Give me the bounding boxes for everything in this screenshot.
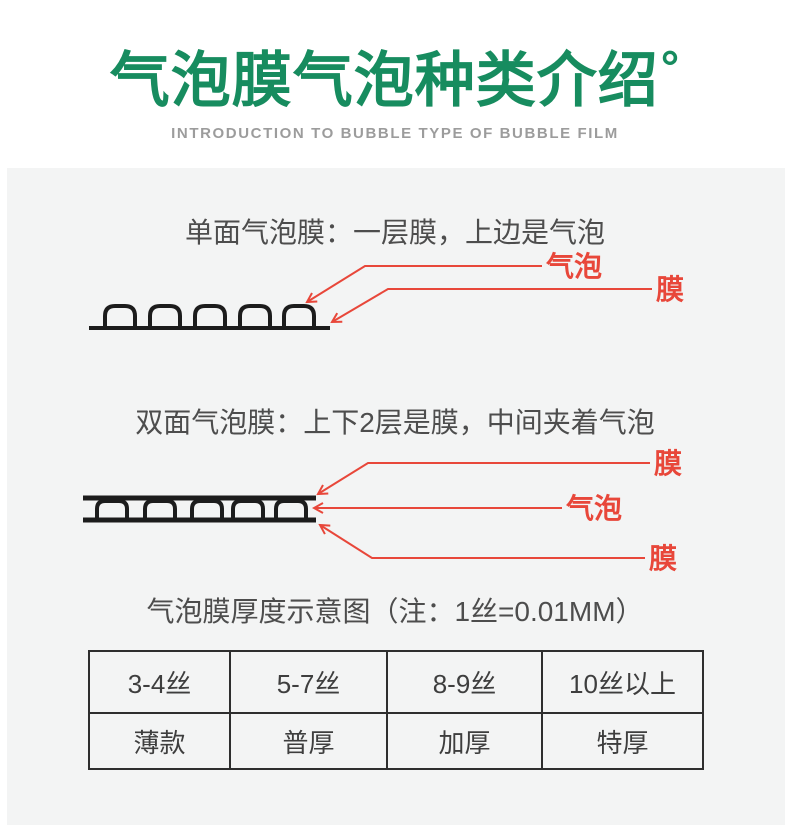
bubble-bump bbox=[282, 304, 316, 326]
page-title-text: 气泡膜气泡种类介绍 bbox=[109, 47, 659, 114]
thickness-range-cell: 8-9丝 bbox=[386, 650, 543, 714]
page-subtitle: INTRODUCTION TO BUBBLE TYPE OF BUBBLE FI… bbox=[171, 125, 619, 142]
bubble-annotation-arrow bbox=[307, 265, 542, 302]
thickness-range-row: 3-4丝 5-7丝 8-9丝 10丝以上 bbox=[88, 650, 704, 714]
bubble-label: 气泡 bbox=[545, 250, 602, 282]
thickness-grade-cell: 普厚 bbox=[229, 712, 388, 770]
thickness-grade-cell: 特厚 bbox=[541, 712, 704, 770]
bubble-bump bbox=[190, 499, 224, 519]
single-sided-heading: 单面气泡膜：一层膜，上边是气泡 bbox=[184, 217, 605, 248]
thickness-grade-cell: 加厚 bbox=[386, 712, 543, 770]
thickness-range-cell: 3-4丝 bbox=[88, 650, 231, 714]
film-annotation-arrow bbox=[332, 288, 652, 322]
thickness-range-cell: 10丝以上 bbox=[541, 650, 704, 714]
bubble-bump bbox=[238, 304, 272, 326]
thickness-range-cell: 5-7丝 bbox=[229, 650, 388, 714]
thickness-grade-cell: 薄款 bbox=[88, 712, 231, 770]
film-top-annotation-arrow bbox=[318, 462, 650, 494]
bubble-label: 气泡 bbox=[565, 492, 622, 524]
bubble-bump bbox=[274, 499, 308, 519]
bubble-bump bbox=[148, 304, 182, 326]
film-bottom-label: 膜 bbox=[649, 543, 677, 574]
single-sided-diagram: 气泡 膜 bbox=[89, 250, 684, 330]
double-sided-heading: 双面气泡膜：上下2层是膜，中间夹着气泡 bbox=[135, 407, 655, 438]
degree-mark: ° bbox=[660, 41, 681, 93]
film-bottom-annotation-arrow bbox=[320, 525, 645, 559]
double-sided-diagram: 膜 气泡 膜 bbox=[83, 448, 682, 574]
bubble-bump bbox=[193, 304, 227, 326]
film-label: 膜 bbox=[656, 274, 684, 305]
thickness-table: 3-4丝 5-7丝 8-9丝 10丝以上 薄款 普厚 加厚 特厚 bbox=[88, 650, 704, 770]
thickness-grade-row: 薄款 普厚 加厚 特厚 bbox=[88, 712, 704, 770]
film-top-label: 膜 bbox=[654, 448, 682, 479]
bubble-bump bbox=[231, 499, 265, 519]
header: 气泡膜气泡种类介绍° INTRODUCTION TO BUBBLE TYPE O… bbox=[0, 0, 790, 168]
bubble-bump bbox=[103, 304, 137, 326]
bubble-bump bbox=[143, 499, 177, 519]
thickness-caption: 气泡膜厚度示意图（注：1丝=0.01MM） bbox=[146, 596, 644, 627]
page-title: 气泡膜气泡种类介绍° bbox=[0, 44, 790, 111]
bubble-bump bbox=[95, 499, 129, 519]
